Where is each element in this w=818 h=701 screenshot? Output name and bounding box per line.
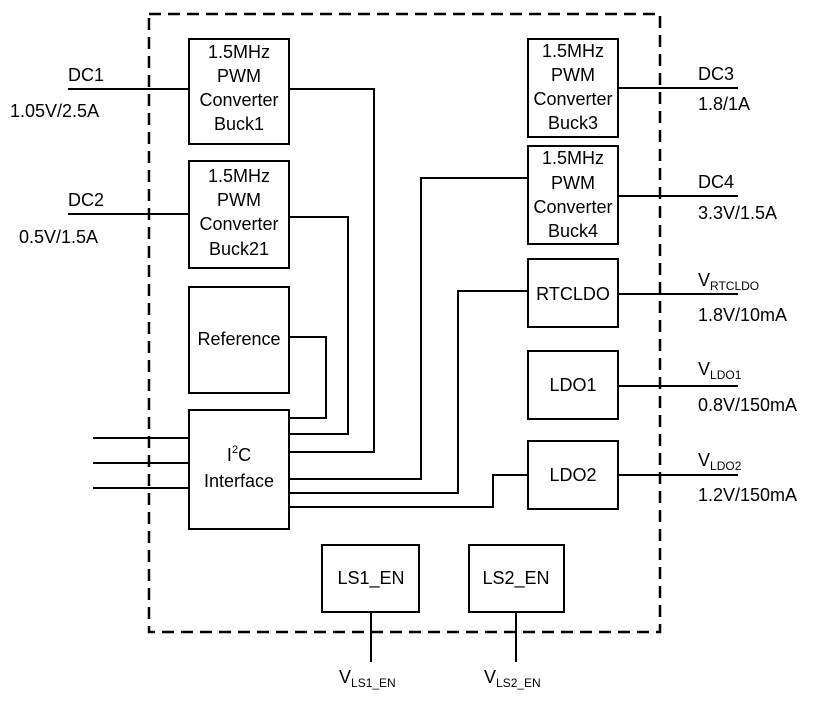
svg-text:Converter: Converter xyxy=(533,197,612,217)
svg-text:VLDO2: VLDO2 xyxy=(698,450,742,473)
vldo1-label: VLDO1 0.8V/150mA xyxy=(698,359,797,415)
svg-text:0.8V/150mA: 0.8V/150mA xyxy=(698,395,797,415)
svg-text:1.05V/2.5A: 1.05V/2.5A xyxy=(10,101,99,121)
svg-text:0.5V/1.5A: 0.5V/1.5A xyxy=(19,227,98,247)
dc2-label: DC2 0.5V/1.5A xyxy=(19,190,104,247)
vls1-label: VLS1_EN xyxy=(339,667,396,690)
svg-text:1.5MHz: 1.5MHz xyxy=(542,41,604,61)
svg-text:Converter: Converter xyxy=(199,90,278,110)
svg-text:1.5MHz: 1.5MHz xyxy=(542,148,604,168)
dc3-label: DC3 1.8/1A xyxy=(698,64,750,114)
svg-text:1.2V/150mA: 1.2V/150mA xyxy=(698,485,797,505)
vls2-label: VLS2_EN xyxy=(484,667,541,690)
wires xyxy=(68,87,738,662)
svg-text:Buck21: Buck21 xyxy=(209,239,269,259)
ls2-en-block: LS2_EN xyxy=(468,544,565,613)
chip-boundary xyxy=(147,12,662,634)
buck4-block: 1.5MHz PWM Converter Buck4 xyxy=(527,145,619,245)
svg-text:RTCLDO: RTCLDO xyxy=(536,284,610,304)
svg-text:Converter: Converter xyxy=(199,214,278,234)
svg-text:Buck4: Buck4 xyxy=(548,221,598,241)
svg-text:DC3: DC3 xyxy=(698,64,734,84)
svg-text:LDO1: LDO1 xyxy=(549,375,596,395)
svg-text:LDO2: LDO2 xyxy=(549,465,596,485)
svg-text:PWM: PWM xyxy=(551,173,595,193)
svg-text:Interface: Interface xyxy=(204,471,274,491)
i2c-interface-block: I2C Interface xyxy=(188,409,290,530)
svg-text:LS1_EN: LS1_EN xyxy=(337,568,404,589)
svg-text:VLDO1: VLDO1 xyxy=(698,359,742,382)
ldo1-block: LDO1 xyxy=(527,350,619,420)
svg-text:1.8/1A: 1.8/1A xyxy=(698,94,750,114)
svg-text:Converter: Converter xyxy=(533,89,612,109)
vldo2-label: VLDO2 1.2V/150mA xyxy=(698,450,797,505)
vrtcldo-label: VRTCLDO 1.8V/10mA xyxy=(698,270,787,325)
svg-text:PWM: PWM xyxy=(217,66,261,86)
buck21-block: 1.5MHz PWM Converter Buck21 xyxy=(188,160,290,269)
svg-text:DC1: DC1 xyxy=(68,65,104,85)
svg-text:LS2_EN: LS2_EN xyxy=(482,568,549,589)
svg-text:DC2: DC2 xyxy=(68,190,104,210)
reference-block: Reference xyxy=(188,286,290,394)
buck3-block: 1.5MHz PWM Converter Buck3 xyxy=(527,38,619,138)
svg-text:VLS2_EN: VLS2_EN xyxy=(484,667,541,690)
svg-text:1.5MHz: 1.5MHz xyxy=(208,166,270,186)
svg-text:3.3V/1.5A: 3.3V/1.5A xyxy=(698,203,777,223)
svg-text:PWM: PWM xyxy=(217,190,261,210)
ldo2-block: LDO2 xyxy=(527,440,619,510)
dc4-label: DC4 3.3V/1.5A xyxy=(698,172,777,223)
svg-text:1.8V/10mA: 1.8V/10mA xyxy=(698,305,787,325)
svg-text:I2C: I2C xyxy=(227,444,251,465)
svg-text:DC4: DC4 xyxy=(698,172,734,192)
svg-text:VLS1_EN: VLS1_EN xyxy=(339,667,396,690)
ls1-en-block: LS1_EN xyxy=(321,544,420,613)
buck1-block: 1.5MHz PWM Converter Buck1 xyxy=(188,38,290,145)
svg-text:Reference: Reference xyxy=(197,329,280,349)
svg-text:Buck1: Buck1 xyxy=(214,114,264,134)
svg-text:PWM: PWM xyxy=(551,65,595,85)
svg-text:1.5MHz: 1.5MHz xyxy=(208,42,270,62)
svg-text:VRTCLDO: VRTCLDO xyxy=(698,270,759,293)
svg-text:Buck3: Buck3 xyxy=(548,113,598,133)
rtcldo-block: RTCLDO xyxy=(527,258,619,328)
dc1-label: DC1 1.05V/2.5A xyxy=(10,65,104,121)
